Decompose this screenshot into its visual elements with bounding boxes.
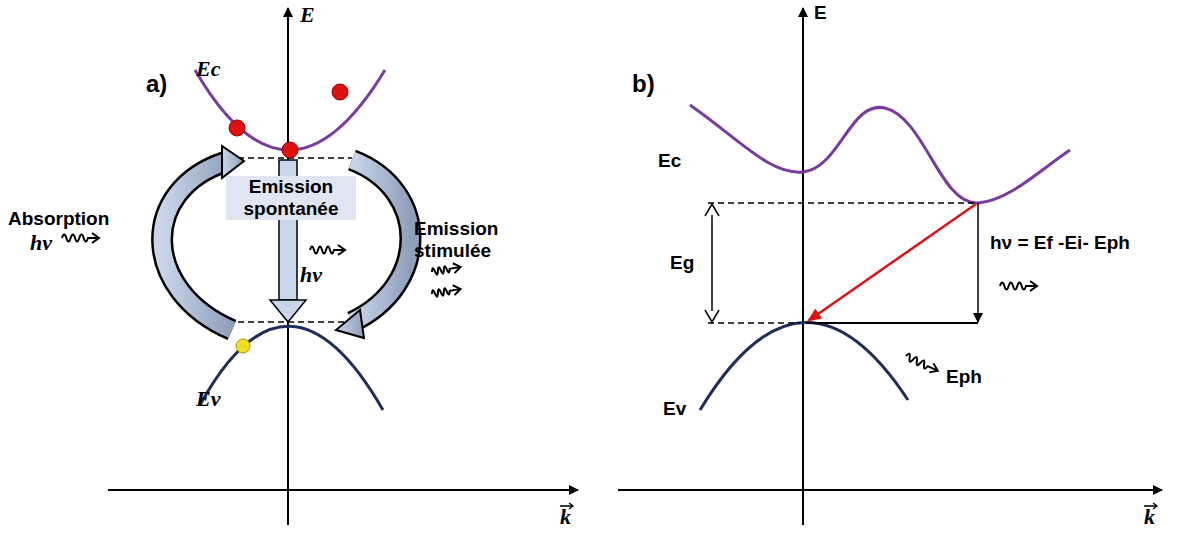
gap-label: Eg xyxy=(670,252,694,274)
band-label: Ec xyxy=(658,150,681,172)
panel-label: a) xyxy=(146,70,167,98)
band-label: Ev xyxy=(663,398,686,420)
axes-a xyxy=(108,8,578,525)
energy-equation: hν = Ef -Ei- Eph xyxy=(990,232,1130,254)
axis-label: k xyxy=(560,504,571,529)
axis-label: k xyxy=(1144,504,1155,529)
process-label: Absorption xyxy=(8,208,109,230)
band-label: Ec xyxy=(196,56,220,81)
phonon-label: Eph xyxy=(946,366,982,388)
conduction-band xyxy=(195,70,385,150)
photon-label: hν xyxy=(300,262,322,287)
panel-label: b) xyxy=(632,70,655,98)
conduction-band xyxy=(690,105,1070,203)
process-label: Emission spontanée xyxy=(226,176,356,220)
photon-label: hν xyxy=(30,230,52,255)
transition-arrows xyxy=(162,146,410,338)
axes-b xyxy=(618,8,1162,525)
band-label: Ev xyxy=(196,386,220,411)
process-label: Emission stimulée xyxy=(414,218,509,262)
axis-label: E xyxy=(300,2,315,27)
axis-label: E xyxy=(814,2,827,24)
valence-band xyxy=(700,322,908,410)
gap-lines xyxy=(705,203,978,323)
photon-waves xyxy=(62,233,1037,375)
vector-arrows xyxy=(560,503,1157,509)
indirect-transition xyxy=(808,204,976,321)
